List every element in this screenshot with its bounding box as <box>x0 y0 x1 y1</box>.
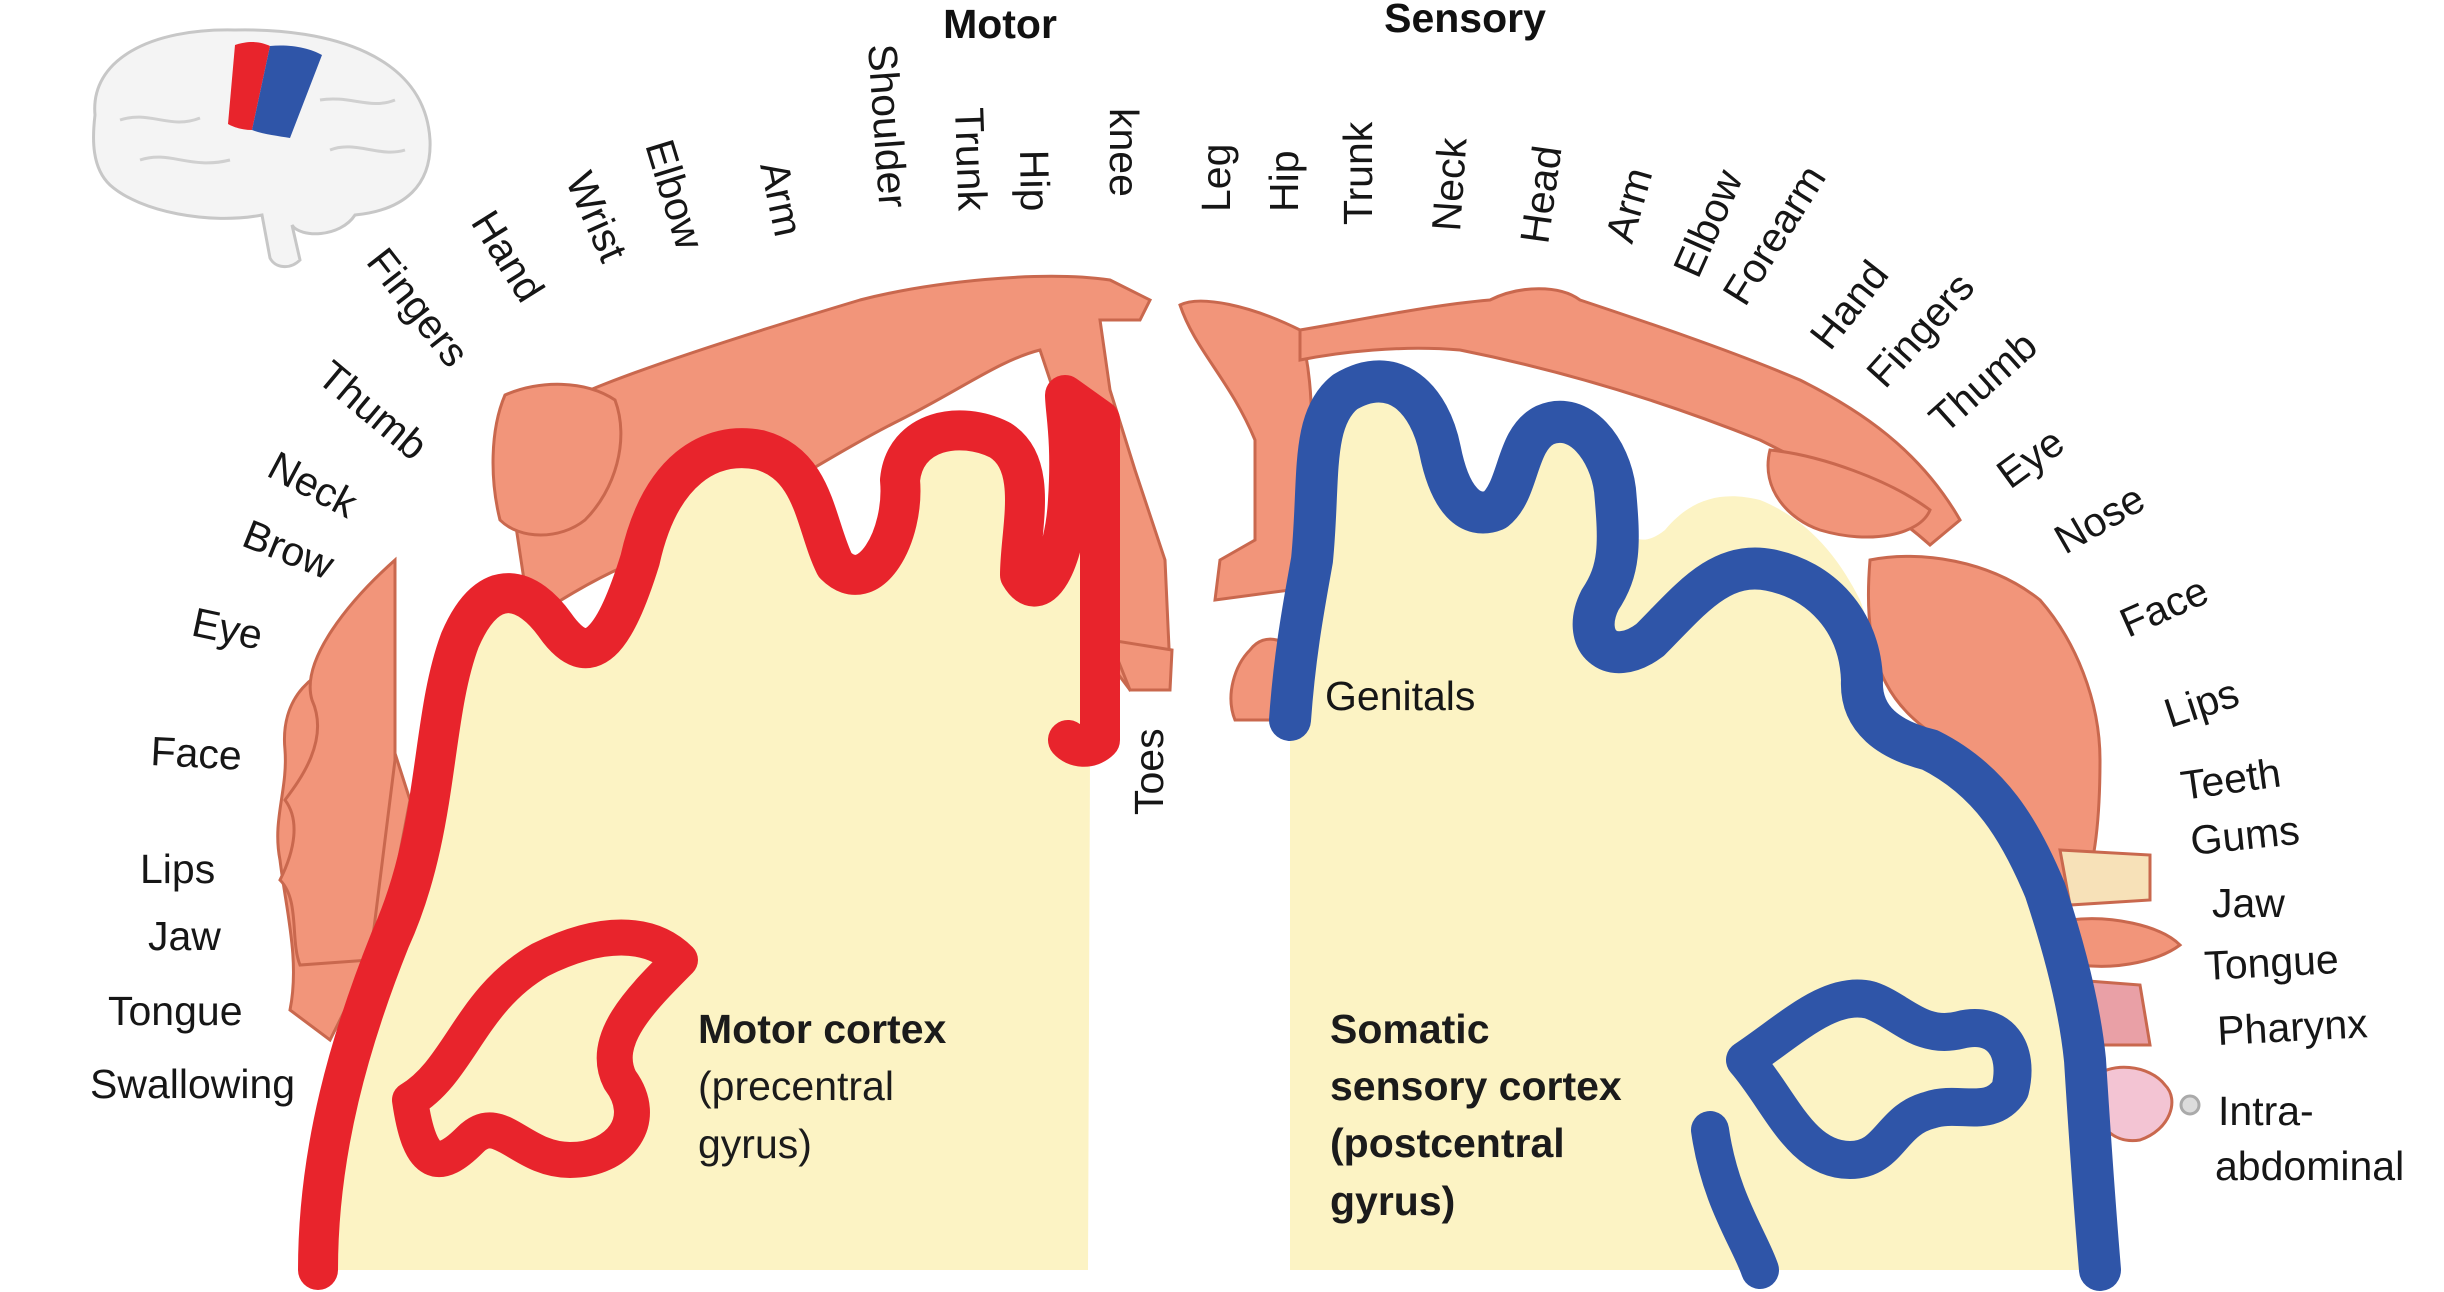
label-neck: Neck <box>261 442 366 527</box>
label-wrist: Wrist <box>557 165 637 269</box>
label-tongue-sensory: Tongue <box>2203 936 2340 989</box>
label-genitals: Genitals <box>1325 673 1475 719</box>
label-jaw: Jaw <box>148 913 221 959</box>
motor-homunculus <box>276 274 1174 1043</box>
sensory-caption-line4: gyrus) <box>1330 1178 1455 1224</box>
label-eye-sensory: Eye <box>1988 419 2072 498</box>
label-pharynx: Pharynx <box>2216 1000 2369 1054</box>
sensory-homunculus <box>1178 287 2201 1143</box>
brain-icon <box>92 28 432 268</box>
sensory-cortex-caption: Somatic sensory cortex (postcentral gyru… <box>1330 1006 1622 1224</box>
label-trunk-sensory: Trunk <box>1335 121 1381 225</box>
label-fingers: Fingers <box>358 239 478 375</box>
sensory-caption-line3: (postcentral <box>1330 1120 1565 1166</box>
motor-cortex <box>298 375 1120 1290</box>
motor-title: Motor <box>943 1 1057 47</box>
label-tongue: Tongue <box>108 988 243 1034</box>
label-toes: Toes <box>1126 728 1172 815</box>
motor-caption-line3: gyrus) <box>698 1121 812 1167</box>
sensory-caption-line1: Somatic <box>1330 1006 1490 1052</box>
sensory-caption-line2: sensory cortex <box>1330 1063 1622 1109</box>
label-swallowing: Swallowing <box>90 1061 295 1107</box>
label-hand: Hand <box>462 202 553 309</box>
label-intra: Intra- <box>2218 1088 2314 1134</box>
sensory-title: Sensory <box>1384 0 1546 41</box>
label-leg: Leg <box>1193 144 1239 212</box>
label-arm-sensory: Arm <box>1596 163 1661 248</box>
label-thumb: Thumb <box>309 352 436 469</box>
label-knee: knee <box>1101 108 1147 197</box>
label-teeth: Teeth <box>2178 749 2284 809</box>
label-lips-sensory: Lips <box>2159 670 2245 737</box>
motor-cortex-caption: Motor cortex (precentral gyrus) <box>698 1006 947 1167</box>
label-face-sensory: Face <box>2113 567 2215 646</box>
label-head: Head <box>1511 143 1570 246</box>
label-shoulder: Shoulder <box>859 42 916 209</box>
label-brow: Brow <box>237 511 341 589</box>
label-jaw-sensory: Jaw <box>2212 880 2285 926</box>
label-nose: Nose <box>2047 475 2153 563</box>
sensory-cortex <box>1269 360 2121 1291</box>
label-lips: Lips <box>140 846 215 892</box>
label-hip-sensory: Hip <box>1261 150 1307 212</box>
motor-caption-line2: (precentral <box>698 1063 894 1109</box>
label-abdominal: abdominal <box>2215 1143 2404 1189</box>
label-eye: Eye <box>188 599 267 659</box>
label-trunk: Trunk <box>946 107 996 212</box>
label-hip: Hip <box>1011 149 1058 211</box>
label-face: Face <box>150 728 243 779</box>
label-neck-sensory: Neck <box>1423 136 1475 233</box>
label-elbow: Elbow <box>636 134 713 255</box>
label-arm: Arm <box>751 157 812 240</box>
motor-caption-line1: Motor cortex <box>698 1006 947 1052</box>
label-gums: Gums <box>2188 807 2302 864</box>
